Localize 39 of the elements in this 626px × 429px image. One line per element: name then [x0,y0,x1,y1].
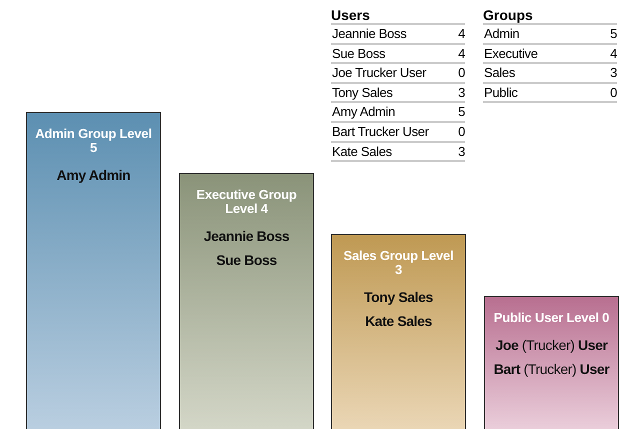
table-cell: 5 [458,104,465,120]
table-cell: Kate Sales [332,144,392,160]
table-cell: 0 [458,124,465,140]
table-heading: Users [331,7,370,23]
member-name: Sue Boss [216,252,277,268]
table-cell: Joe Trucker User [332,65,426,82]
group-bar [484,296,619,429]
table-cell: Jeannie Boss [332,26,406,42]
member-name: Kate Sales [365,313,432,329]
table-cell: Public [484,84,518,101]
table-cell: 4 [458,26,465,42]
member-name: Jeannie Boss [204,228,290,244]
table-cell: 0 [610,84,617,101]
member-name: Amy Admin [56,167,130,183]
member-name: Tony Sales [364,289,433,305]
table-cell: 4 [610,46,617,62]
group-heading: Public User Level 0 [492,311,610,325]
table-cell: 3 [458,144,465,160]
group-bar [26,112,161,429]
table-heading: Groups [483,7,533,23]
member-name: Joe (Trucker) User [495,337,608,353]
group-heading: Admin Group Level 5 [34,127,153,155]
table-cell: Tony Sales [332,84,393,101]
group-heading: Executive Group Level 4 [195,188,298,216]
table-cell: Sue Boss [332,46,386,62]
table-cell: 5 [610,26,617,42]
group-bar [179,173,314,429]
table-cell: Amy Admin [332,104,396,120]
table-cell: 3 [458,84,465,101]
table-cell: Sales [484,65,516,82]
group-bar [331,234,466,429]
group-heading: Sales Group Level 3 [342,249,455,277]
table-cell: 0 [458,65,465,82]
table-cell: 3 [610,65,617,82]
table-cell: 4 [458,46,465,62]
table-cell: Executive [484,46,538,62]
table-cell: Admin [484,26,520,42]
table-cell: Bart Trucker User [332,124,429,140]
member-name: Bart (Trucker) User [494,361,610,377]
